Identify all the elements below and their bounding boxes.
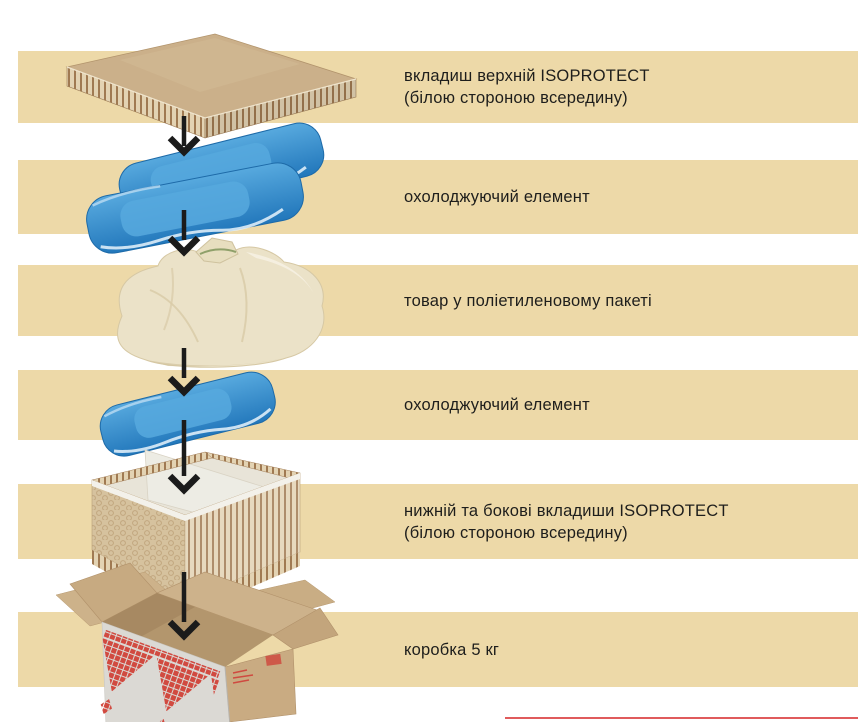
step-label-line: охолоджуючий елемент: [404, 188, 590, 206]
step-label-top-insert: вкладиш верхній ISOPROTECT (білою сторон…: [404, 51, 850, 123]
step-label-line: товар у поліетиленовому пакеті: [404, 291, 652, 310]
down-arrow-icon: [167, 572, 201, 641]
step-label-cooling-element-top: охолоджуючий елемент: [404, 160, 850, 234]
down-arrow-icon: [167, 420, 201, 495]
flow-arrows: [167, 116, 201, 641]
step-label-line: нижній та бокові вкладиши ISOPROTECT: [404, 501, 729, 520]
illustration-product-in-bag: [117, 237, 325, 368]
box-side-print: [232, 669, 254, 684]
step-label-cooling-element-bottom: охолоджуючий елемент: [404, 370, 850, 440]
illustration-box-5kg: [69, 562, 339, 722]
bottom-accent-rule: [505, 717, 858, 719]
step-label-line: вкладиш верхній ISOPROTECT: [404, 67, 650, 85]
step-label-line: (білою стороною всередину): [404, 523, 628, 542]
illustration-cooling-elements-pair: [86, 122, 325, 254]
step-label-product-in-bag: товар у поліетиленовому пакеті: [404, 265, 850, 336]
illustration-top-insert-panel: [65, 33, 358, 139]
step-label-line: коробка 5 кг: [404, 640, 500, 659]
illustration-cooling-element-single: [99, 371, 276, 457]
down-arrow-icon: [167, 348, 201, 397]
step-label-line: (білою стороною всередину): [404, 89, 628, 107]
box-ornament-pattern: [100, 629, 221, 722]
step-label-line: охолоджуючий елемент: [404, 396, 590, 414]
down-arrow-icon: [167, 210, 201, 257]
step-label-box-5kg: коробка 5 кг: [404, 612, 850, 687]
step-label-bottom-side-inserts: нижній та бокові вкладиши ISOPROTECT (бі…: [404, 484, 850, 559]
down-arrow-icon: [167, 116, 201, 157]
box-side-barcode: [265, 653, 282, 666]
